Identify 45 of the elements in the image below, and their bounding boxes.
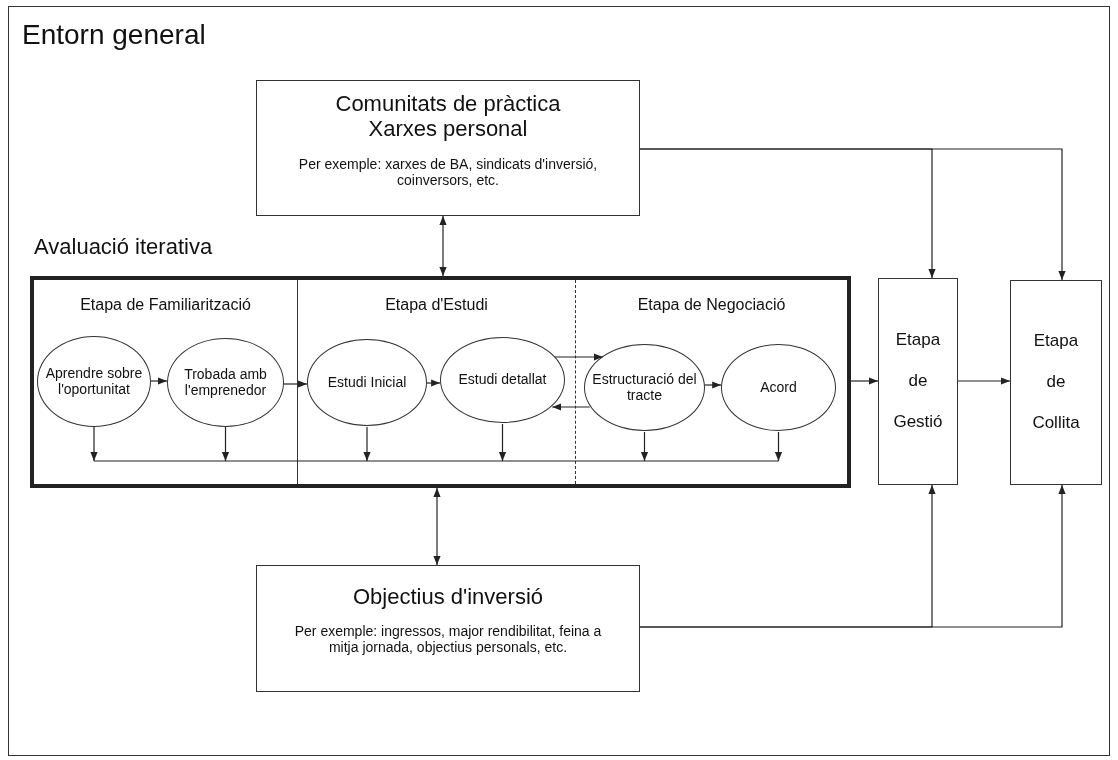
arrow [90, 426, 98, 462]
step-ellipse [307, 339, 427, 426]
info-box [256, 565, 640, 692]
arrow [704, 381, 722, 389]
environment-frame [8, 6, 1110, 756]
stage-box [1010, 280, 1102, 485]
step-label: Aprendre sobre l'oportunitat [44, 365, 144, 398]
stage-box [878, 278, 958, 485]
step-ellipse [721, 344, 836, 431]
arrow [221, 426, 230, 462]
arrow [640, 431, 649, 462]
step-label: Estructuració del tracte [591, 371, 698, 404]
step-label: Estudi detallat [458, 372, 547, 388]
arrow [498, 423, 507, 462]
arrow [639, 484, 1066, 628]
panel-heading: Etapa de Familiarització [79, 296, 252, 314]
panel-heading: Etapa de Negociació [636, 296, 787, 314]
arrow [426, 379, 441, 387]
arrow [774, 431, 783, 462]
arrow [850, 377, 879, 385]
step-label: Trobada amb l'emprenedor [183, 366, 268, 399]
frame-title: Entorn general [22, 19, 206, 51]
panel-heading: Etapa d'Estudi [384, 296, 489, 314]
arrow [551, 403, 591, 411]
arrow [439, 215, 447, 277]
stage-label: Etapa de Collita [1032, 330, 1080, 434]
step-ellipse [584, 344, 705, 431]
arrow [283, 380, 308, 388]
box-description: Per exemple: ingressos, major rendibilitat, feina a mitja jornada, objectius personals, etc. [293, 623, 603, 656]
info-box [256, 80, 640, 216]
arrow [150, 377, 168, 385]
step-label: Estudi Inicial [327, 374, 407, 391]
step-ellipse [37, 336, 151, 427]
step-label: Acord [760, 379, 797, 396]
box-description: Per exemple: xarxes de BA, sindicats d'inversió, coinversors, etc. [298, 155, 598, 188]
box-title: Comunitats de pràctica Xarxes personal [334, 91, 562, 142]
frame-heading: Avaluació iterativa [34, 234, 213, 260]
arrow [639, 148, 1066, 281]
stage-label: Etapa de Gestió [893, 329, 943, 433]
box-title: Objectius d'inversió [352, 584, 544, 610]
step-ellipse [167, 338, 284, 427]
arrow [433, 487, 441, 566]
arrow [957, 377, 1011, 385]
arrow [553, 353, 604, 361]
arrow [363, 426, 371, 462]
